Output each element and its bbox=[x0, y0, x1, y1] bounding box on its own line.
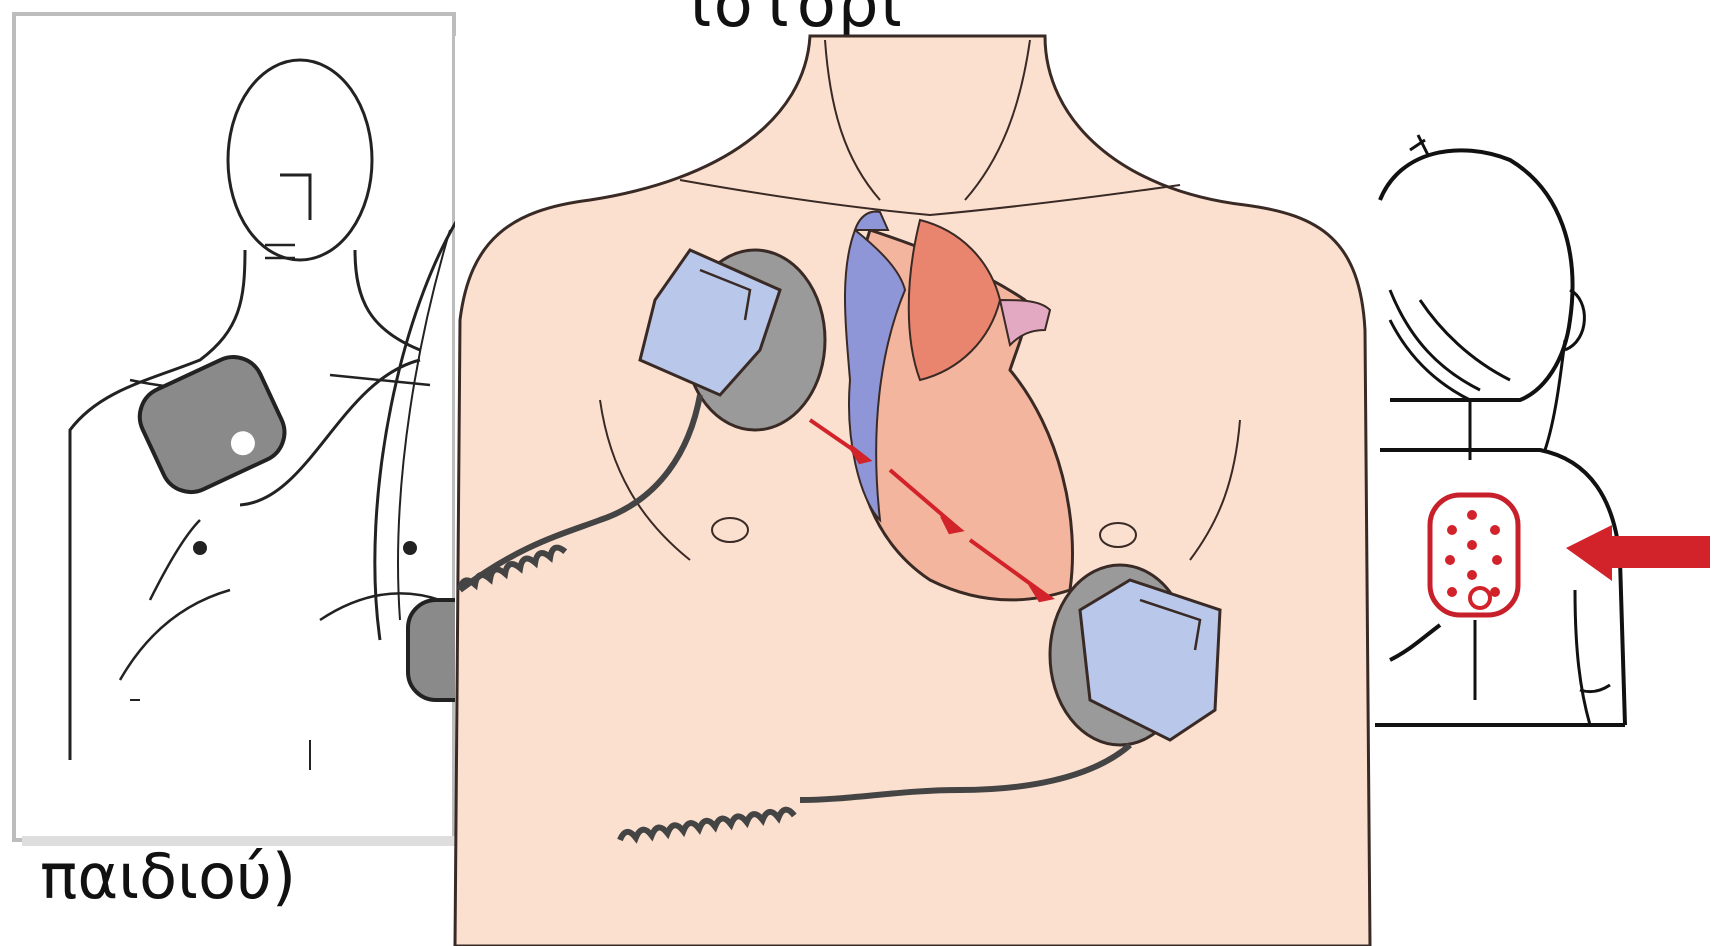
child-head-outline bbox=[1380, 150, 1573, 400]
child-back-pad bbox=[1430, 495, 1518, 615]
caption-text: παιδιού) bbox=[40, 840, 296, 913]
